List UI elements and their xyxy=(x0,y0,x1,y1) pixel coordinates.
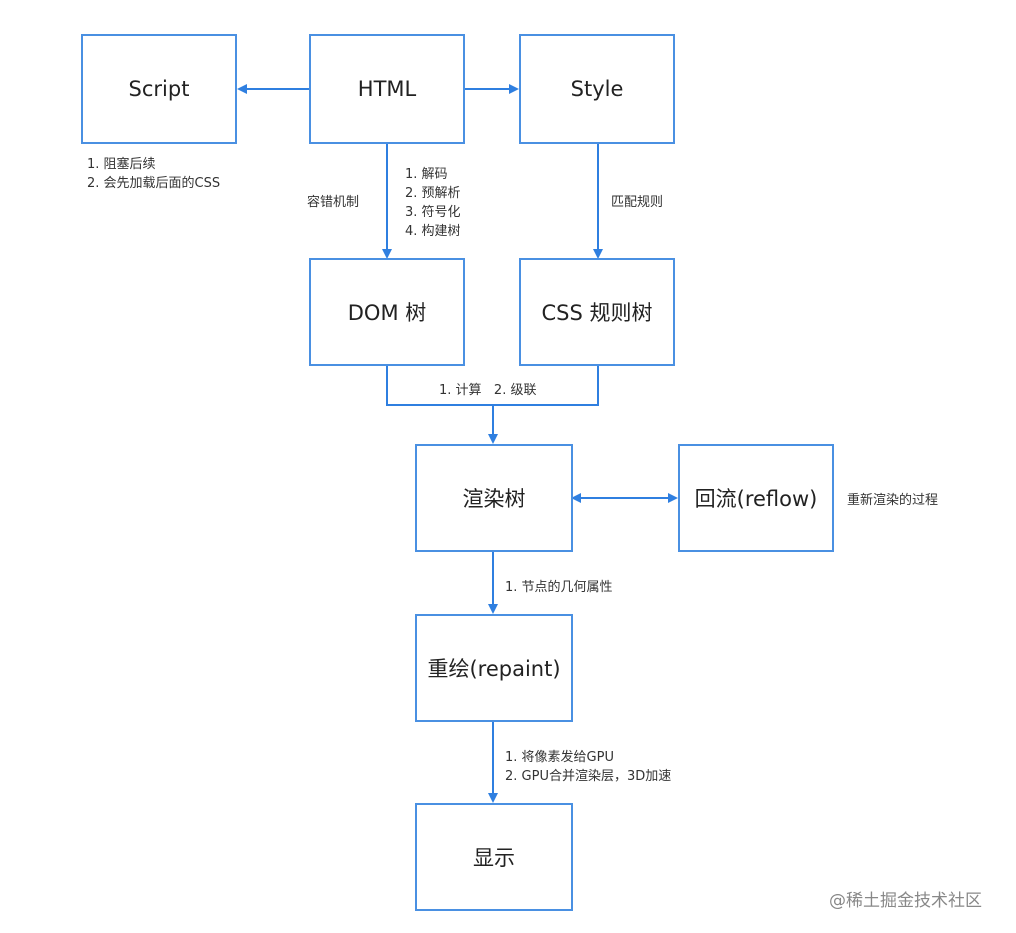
note-script-line: 2. 会先加载后面的CSS xyxy=(87,176,221,191)
note-render-to-repaint: 1. 节点的几何属性 xyxy=(505,580,613,595)
node-html: HTML xyxy=(309,34,465,144)
note-step: 1. 将像素发给GPU xyxy=(505,750,614,765)
node-style: Style xyxy=(519,34,675,144)
note-reflow-description: 重新渲染的过程 xyxy=(847,493,939,508)
node-css-rule-tree: CSS 规则树 xyxy=(519,258,675,366)
note-compute-cascade: 1. 计算 2. 级联 xyxy=(439,383,537,398)
note-match-rules: 匹配规则 xyxy=(611,195,664,210)
node-reflow: 回流(reflow) xyxy=(678,444,834,552)
node-display-label: 显示 xyxy=(473,846,515,870)
node-html-label: HTML xyxy=(357,77,417,101)
node-render-tree: 渲染树 xyxy=(415,444,573,552)
node-display: 显示 xyxy=(415,803,573,911)
node-script: Script xyxy=(81,34,237,144)
node-style-label: Style xyxy=(570,77,624,101)
note-fault-tolerance: 容错机制 xyxy=(307,195,360,210)
node-repaint: 重绘(repaint) xyxy=(415,614,573,722)
note-step: 4. 构建树 xyxy=(405,224,461,239)
note-repaint-to-display: 1. 将像素发给GPU 2. GPU合并渲染层，3D加速 xyxy=(505,748,671,786)
note-step: 2. GPU合并渲染层，3D加速 xyxy=(505,769,672,784)
node-dom-tree-label: DOM 树 xyxy=(347,301,427,325)
note-html-to-dom-steps: 1. 解码 2. 预解析 3. 符号化 4. 构建树 xyxy=(405,165,461,241)
node-script-label: Script xyxy=(128,77,190,101)
node-css-rule-tree-label: CSS 规则树 xyxy=(541,301,653,325)
note-step: 1. 解码 xyxy=(405,167,448,182)
watermark: @稀土掘金技术社区 xyxy=(829,891,982,911)
note-script-line: 1. 阻塞后续 xyxy=(87,157,156,172)
node-dom-tree: DOM 树 xyxy=(309,258,465,366)
node-repaint-label: 重绘(repaint) xyxy=(427,657,561,681)
node-reflow-label: 回流(reflow) xyxy=(694,487,818,511)
node-render-tree-label: 渲染树 xyxy=(462,487,526,511)
note-script: 1. 阻塞后续 2. 会先加载后面的CSS xyxy=(87,155,220,193)
note-step: 2. 预解析 xyxy=(405,186,461,201)
note-step: 3. 符号化 xyxy=(405,205,461,220)
